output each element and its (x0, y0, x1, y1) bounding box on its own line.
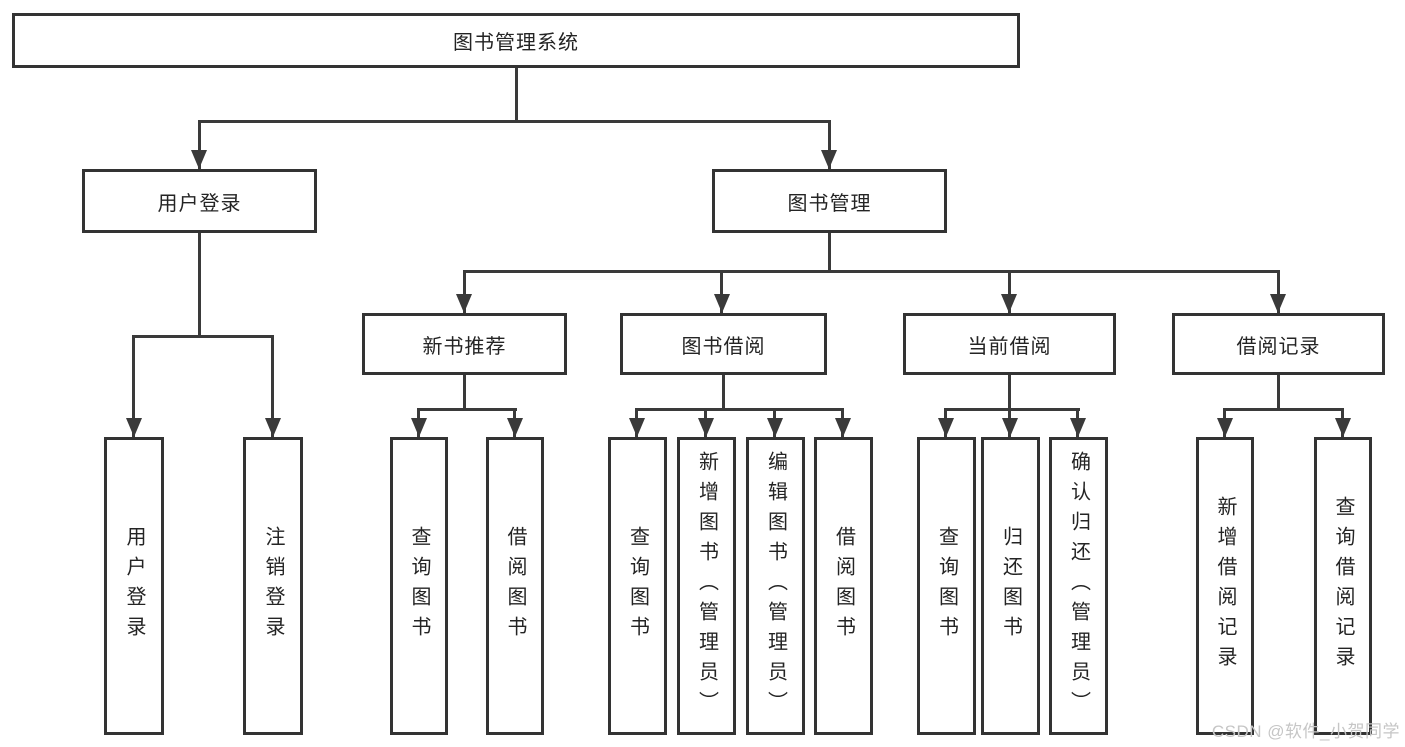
connector (635, 408, 844, 411)
leaf-edit-book-admin: 编辑图书（管理员） (746, 437, 805, 735)
connector (828, 120, 831, 169)
arrow-down-icon (1217, 418, 1233, 437)
node-label: 借阅图书 (504, 526, 526, 646)
node-label: 用户登录 (157, 192, 242, 215)
connector (1277, 375, 1280, 411)
leaf-return-book: 归还图书 (981, 437, 1040, 735)
connector (463, 375, 466, 411)
node-label: 借阅图书 (832, 526, 855, 646)
arrow-down-icon (938, 418, 954, 437)
node-user-login: 用户登录 (82, 169, 317, 233)
node-label: 归还图书 (999, 526, 1022, 646)
connector (417, 408, 517, 411)
connector (463, 270, 1280, 273)
connector (828, 233, 831, 273)
node-new-book-recommend: 新书推荐 (362, 313, 567, 375)
node-label: 查询借阅记录 (1332, 496, 1354, 676)
node-book-borrow: 图书借阅 (620, 313, 827, 375)
arrow-down-icon (714, 294, 730, 313)
arrow-down-icon (126, 418, 142, 437)
arrow-down-icon (507, 418, 523, 437)
connector (720, 270, 723, 313)
connector (722, 375, 725, 411)
leaf-add-book-admin: 新增图书（管理员） (677, 437, 736, 735)
leaf-user-login: 用户登录 (104, 437, 164, 735)
arrow-down-icon (1001, 294, 1017, 313)
arrow-down-icon (698, 418, 714, 437)
arrow-down-icon (265, 418, 281, 437)
arrow-down-icon (411, 418, 427, 437)
node-label: 新增图书（管理员） (695, 451, 718, 721)
node-label: 注销登录 (262, 526, 284, 646)
leaf-add-borrow-record: 新增借阅记录 (1196, 437, 1254, 735)
leaf-query-book: 查询图书 (608, 437, 667, 735)
node-label: 图书管理 (787, 192, 872, 215)
leaf-query-book-recommend: 查询图书 (390, 437, 448, 735)
leaf-confirm-return-admin: 确认归还（管理员） (1049, 437, 1108, 735)
arrow-down-icon (456, 294, 472, 313)
connector (1223, 408, 1344, 411)
node-label: 查询图书 (935, 526, 958, 646)
leaf-borrow-book-recommend: 借阅图书 (486, 437, 544, 735)
node-label: 用户登录 (123, 526, 145, 646)
connector (132, 335, 135, 437)
node-borrow-record: 借阅记录 (1172, 313, 1385, 375)
node-label: 确认归还（管理员） (1067, 451, 1090, 721)
connector (944, 408, 1080, 411)
node-label: 新书推荐 (422, 335, 507, 358)
connector (1008, 375, 1011, 411)
node-label: 借阅记录 (1236, 335, 1321, 358)
node-label: 图书借阅 (681, 335, 766, 358)
arrow-down-icon (1070, 418, 1086, 437)
csdn-watermark: CSDN @软件_小贺同学 (1211, 722, 1400, 741)
connector (198, 120, 831, 123)
node-book-management: 图书管理 (712, 169, 947, 233)
node-label: 查询图书 (626, 526, 649, 646)
arrow-down-icon (821, 150, 837, 169)
arrow-down-icon (767, 418, 783, 437)
node-current-borrow: 当前借阅 (903, 313, 1116, 375)
node-label: 编辑图书（管理员） (764, 451, 787, 721)
connector (1277, 270, 1280, 313)
node-label: 新增借阅记录 (1214, 496, 1236, 676)
arrow-down-icon (1270, 294, 1286, 313)
connector (515, 68, 518, 120)
arrow-down-icon (629, 418, 645, 437)
node-label: 查询图书 (408, 526, 430, 646)
connector (198, 233, 201, 335)
arrow-down-icon (191, 150, 207, 169)
leaf-borrow-book: 借阅图书 (814, 437, 873, 735)
arrow-down-icon (1002, 418, 1018, 437)
node-label: 图书管理系统 (453, 32, 579, 54)
connector (271, 335, 274, 437)
arrow-down-icon (835, 418, 851, 437)
connector (198, 120, 201, 169)
connector (463, 270, 466, 313)
leaf-query-current: 查询图书 (917, 437, 976, 735)
leaf-logout: 注销登录 (243, 437, 303, 735)
node-root-system: 图书管理系统 (12, 13, 1020, 68)
leaf-query-borrow-record: 查询借阅记录 (1314, 437, 1372, 735)
connector (132, 335, 274, 338)
arrow-down-icon (1335, 418, 1351, 437)
node-label: 当前借阅 (967, 335, 1052, 358)
connector (1008, 270, 1011, 313)
